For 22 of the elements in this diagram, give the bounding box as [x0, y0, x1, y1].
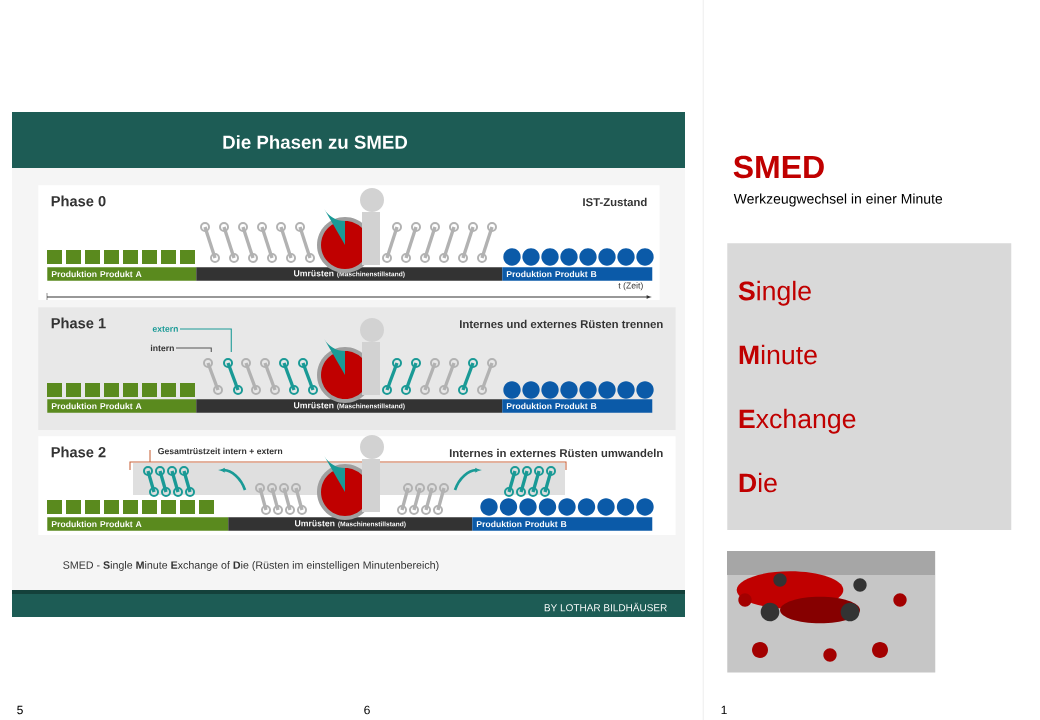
- bracket-label: Gesamtrüstzeit intern + extern: [158, 447, 283, 455]
- phase-bar: Produktion Produkt A: [47, 267, 197, 281]
- node-label: Produktion Produkt A: [51, 402, 142, 410]
- callout-label: intern: [150, 344, 174, 352]
- phase-bar: Produktion Produkt A: [47, 517, 229, 531]
- leader-line: [175, 347, 212, 353]
- author-credit: BY LOTHAR BILDHÄUSER: [544, 602, 667, 612]
- page-number: 1: [721, 705, 727, 715]
- page-number: 5: [17, 705, 23, 715]
- acronym-box: Single Minute Exchange Die: [727, 243, 1012, 530]
- leader-line: [179, 328, 232, 353]
- wrench-icon: [203, 358, 223, 395]
- page-number: 6: [364, 705, 370, 715]
- subheading: Werkzeugwechsel in einer Minute: [733, 193, 943, 207]
- photo-block: [727, 551, 936, 673]
- heading: SMED: [733, 155, 824, 179]
- node-label: Produktion Produkt B: [506, 402, 597, 410]
- slide-title: Die Phasen zu SMED: [223, 135, 408, 149]
- callout-label: extern: [152, 326, 178, 332]
- phase-bar: Produktion Produkt A: [47, 399, 197, 413]
- footnote: SMED - Single Minute Exchange of Die (Rüsten im einstelligen Minutenbereich): [63, 561, 439, 571]
- wrench-icon: [223, 358, 243, 395]
